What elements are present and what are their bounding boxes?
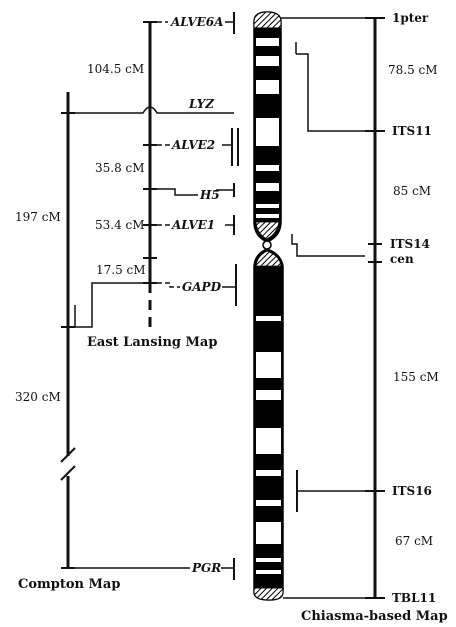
marker-tbl11: TBL11: [392, 591, 436, 605]
compton-map-title: Compton Map: [18, 577, 120, 592]
marker-its16: ITS16: [392, 484, 432, 498]
compton-distance-1: 197 cM: [15, 210, 61, 224]
its11-connector: [296, 42, 365, 131]
gene-label-gapd: GAPD: [182, 280, 222, 294]
p-telomere: [254, 12, 281, 28]
band-light: [256, 80, 279, 94]
band-light: [256, 570, 281, 574]
centromere: [263, 241, 271, 249]
chiasma-distance-2: 85 cM: [393, 184, 431, 198]
band-light: [256, 390, 281, 400]
chiasma-map: 1pter ITS11 ITS14 cen ITS16 TBL11 78.5 c…: [281, 11, 448, 624]
gene-label-alve2: ALVE2: [171, 138, 215, 152]
band-light: [256, 204, 279, 208]
band-light: [256, 558, 281, 562]
gapd-compton-leader: [68, 283, 143, 327]
band-light: [256, 214, 279, 218]
h5-leader: [157, 189, 198, 195]
band-light: [256, 428, 281, 454]
gene-labels: ALVE6A LYZ ALVE2 H5 ALVE1 GAPD PGR: [170, 15, 223, 575]
band-light: [256, 522, 281, 544]
band-light: [256, 183, 279, 191]
el-distance-4: 17.5 cM: [96, 263, 146, 277]
el-distance-2: 35.8 cM: [95, 161, 145, 175]
compton-distance-2: 320 cM: [15, 390, 61, 404]
east-lansing-map: 104.5 cM 35.8 cM 53.4 cM 17.5 cM East La…: [87, 22, 217, 350]
band-light: [256, 118, 279, 146]
chiasma-distance-3: 155 cM: [393, 370, 439, 384]
gene-label-lyz: LYZ: [188, 97, 215, 111]
band-light: [256, 38, 279, 46]
marker-1pter: 1pter: [392, 11, 429, 25]
chiasma-distance-4: 67 cM: [395, 534, 433, 548]
its14-connector: [292, 234, 365, 256]
gene-label-pgr: PGR: [191, 561, 221, 575]
band-light: [256, 500, 281, 506]
gene-label-alve1: ALVE1: [171, 218, 215, 232]
chiasma-map-title: Chiasma-based Map: [301, 609, 448, 624]
marker-its14: ITS14: [390, 237, 430, 251]
chromosome-q-arm: [254, 249, 283, 600]
band-light: [256, 316, 281, 321]
band-light: [256, 352, 281, 378]
marker-its11: ITS11: [392, 124, 432, 138]
band-light: [256, 165, 279, 171]
east-lansing-map-title: East Lansing Map: [87, 335, 217, 350]
gene-label-h5: H5: [199, 188, 220, 202]
gapd-leader: [157, 283, 180, 287]
marker-cen: cen: [390, 252, 414, 266]
band-light: [256, 56, 279, 66]
band-light: [256, 470, 281, 476]
el-distance-1: 104.5 cM: [87, 62, 144, 76]
chromosome-ideogram: [254, 12, 283, 600]
gene-label-alve6a: ALVE6A: [170, 15, 223, 29]
q-telomere: [254, 588, 283, 600]
el-distance-3: 53.4 cM: [95, 218, 145, 232]
chiasma-distance-1: 78.5 cM: [388, 63, 438, 77]
